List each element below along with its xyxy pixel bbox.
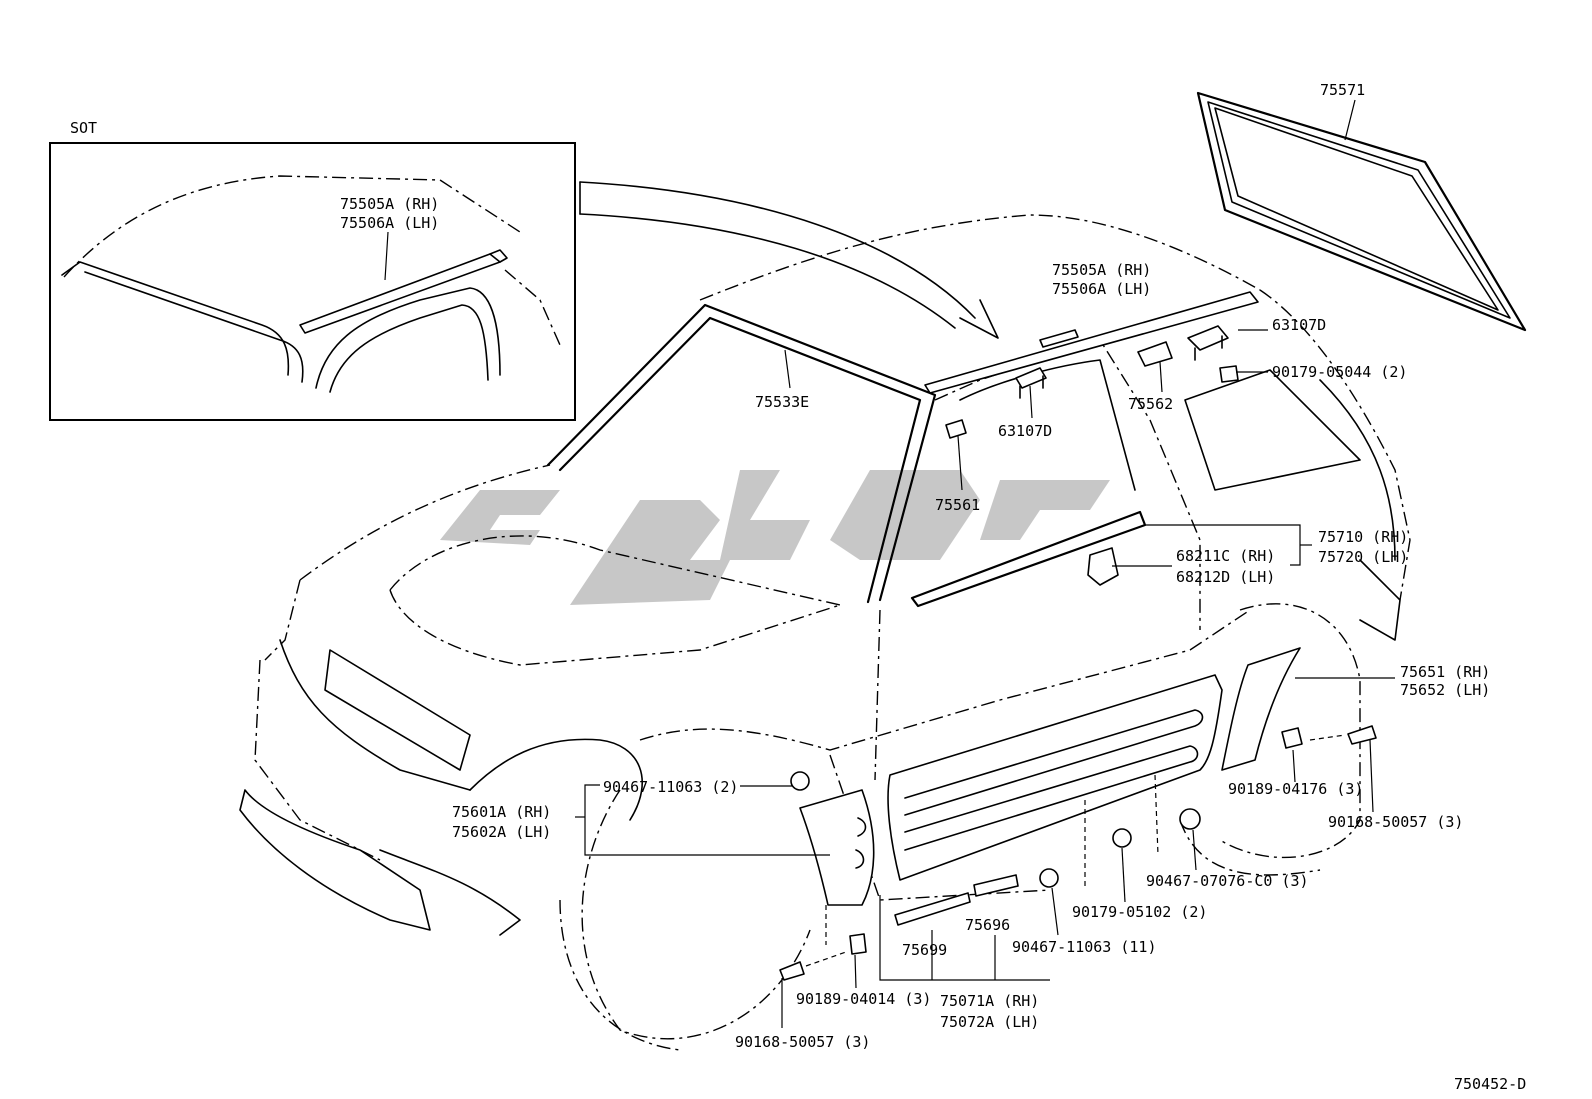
label-75699: 75699 (902, 941, 947, 959)
small-strips (894, 874, 1019, 926)
inset-sot: SOT 75505A (RH) 75506A (LH) (49, 119, 576, 421)
leader-lines (575, 99, 1395, 1028)
label-68211C: 68211C (RH) (1176, 547, 1275, 565)
label-75533E: 75533E (755, 393, 809, 411)
label-75696: 75696 (965, 916, 1010, 934)
label-75072A: 75072A (LH) (940, 1013, 1039, 1031)
label-90467-11063-11: 90467-11063 (11) (1012, 938, 1157, 956)
label-75571: 75571 (1320, 81, 1365, 99)
label-75602A: 75602A (LH) (452, 823, 551, 841)
label-68212D: 68212D (LH) (1176, 568, 1275, 586)
label-75710: 75710 (RH) (1318, 528, 1408, 546)
label-90179-05044: 90179-05044 (2) (1272, 363, 1407, 381)
diagram-code: 750452-D (1454, 1075, 1526, 1093)
label-75562: 75562 (1128, 395, 1173, 413)
inset-part-lh: 75506A (LH) (340, 214, 439, 232)
label-90189-04014: 90189-04014 (3) (796, 990, 931, 1008)
label-90189-04176: 90189-04176 (3) (1228, 780, 1363, 798)
label-90467-07076: 90467-07076-C0 (3) (1146, 872, 1309, 890)
label-90179-05102: 90179-05102 (2) (1072, 903, 1207, 921)
front-fender-flare (799, 789, 875, 906)
roof-molding (924, 291, 1259, 394)
inset-label: SOT (70, 119, 97, 137)
label-75601A: 75601A (RH) (452, 803, 551, 821)
label-75506A: 75506A (LH) (1052, 280, 1151, 298)
label-75652: 75652 (LH) (1400, 681, 1490, 699)
label-90168-50057-right: 90168-50057 (3) (1328, 813, 1463, 831)
label-75561: 75561 (935, 496, 980, 514)
watermark-logo (440, 470, 1110, 605)
label-63107D-mid: 63107D (998, 422, 1052, 440)
label-75071A: 75071A (RH) (940, 992, 1039, 1010)
label-90467-11063-2: 90467-11063 (2) (603, 778, 738, 796)
label-63107D-top: 63107D (1272, 316, 1326, 334)
label-75651: 75651 (RH) (1400, 663, 1490, 681)
inset-part-rh: 75505A (RH) (340, 195, 439, 213)
pointer-arrow (579, 181, 999, 339)
part-labels: 75571 75505A (RH) 75506A (LH) 63107D 901… (452, 81, 1526, 1093)
label-75505A: 75505A (RH) (1052, 261, 1151, 279)
clips (779, 325, 1377, 981)
rocker-moulding (887, 674, 1223, 881)
rear-window-seal (1196, 91, 1527, 332)
vehicle-outline (239, 214, 1411, 1051)
label-90168-50057-left: 90168-50057 (3) (735, 1033, 870, 1051)
label-75720: 75720 (LH) (1318, 548, 1408, 566)
rear-fender-flare (1221, 647, 1301, 771)
